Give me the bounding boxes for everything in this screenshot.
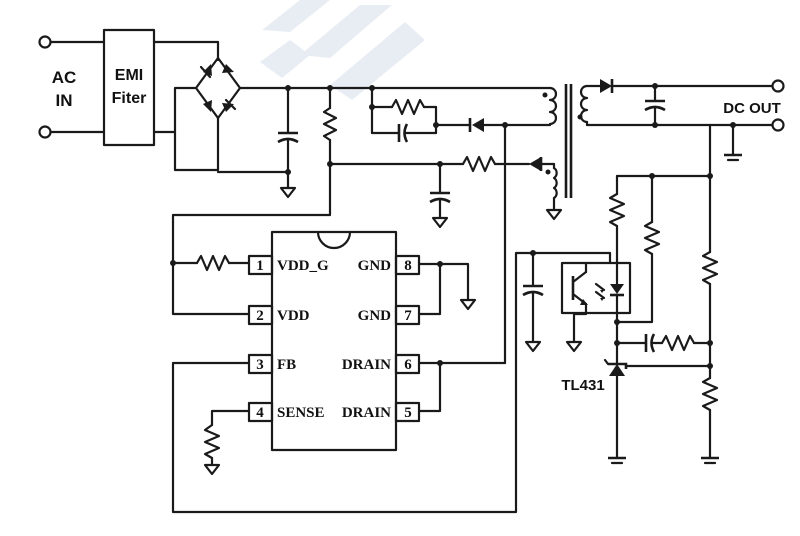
ic-right-wiring <box>417 123 507 413</box>
ac-input: AC IN <box>38 35 106 139</box>
optocoupler <box>560 251 632 353</box>
pin-8-name: GND <box>358 258 392 274</box>
pin-3-number: 3 <box>256 357 264 373</box>
emi-filter: EMI Fiter <box>102 28 220 147</box>
aux-winding-circuit <box>327 155 563 229</box>
pin-4-number: 4 <box>256 405 264 421</box>
emi-label-1: EMI <box>115 67 143 84</box>
pin-8-number: 8 <box>404 258 412 274</box>
ac-label-2: IN <box>56 91 73 110</box>
pin-6-name: DRAIN <box>342 357 391 373</box>
dc-out-label: DC OUT <box>723 100 781 117</box>
tl431-regulator: TL431 <box>561 354 628 465</box>
ac-label-1: AC <box>52 68 77 87</box>
tl431-label: TL431 <box>561 377 604 394</box>
pin-5-number: 5 <box>404 405 412 421</box>
pin-2-name: VDD <box>277 308 310 324</box>
pin-3-name: FB <box>277 357 296 373</box>
pin-1-name: VDD_G <box>277 258 329 274</box>
fb-capacitor <box>522 250 544 353</box>
watermark-logo <box>260 0 425 100</box>
secondary-output: DC OUT <box>585 79 785 162</box>
pin-2-number: 2 <box>256 308 264 324</box>
transformer <box>542 84 589 200</box>
pin-6-number: 6 <box>404 357 412 373</box>
pin-4-name: SENSE <box>277 405 325 421</box>
bulk-capacitor <box>216 85 299 199</box>
pin-7-number: 7 <box>404 308 412 324</box>
pin-5-name: DRAIN <box>342 405 391 421</box>
ic-left-wiring <box>170 251 612 514</box>
pin-1-number: 1 <box>256 258 264 274</box>
pin-7-name: GND <box>358 308 392 324</box>
secondary-feedback <box>608 123 719 465</box>
emi-label-2: Fiter <box>112 90 147 107</box>
rcd-snubber <box>369 85 552 143</box>
controller-ic: 1 2 3 4 5 6 7 8 VDD_G VDD FB SENSE DRAIN… <box>247 230 421 452</box>
startup-resistor <box>171 85 338 265</box>
bridge-rectifier <box>173 56 374 172</box>
